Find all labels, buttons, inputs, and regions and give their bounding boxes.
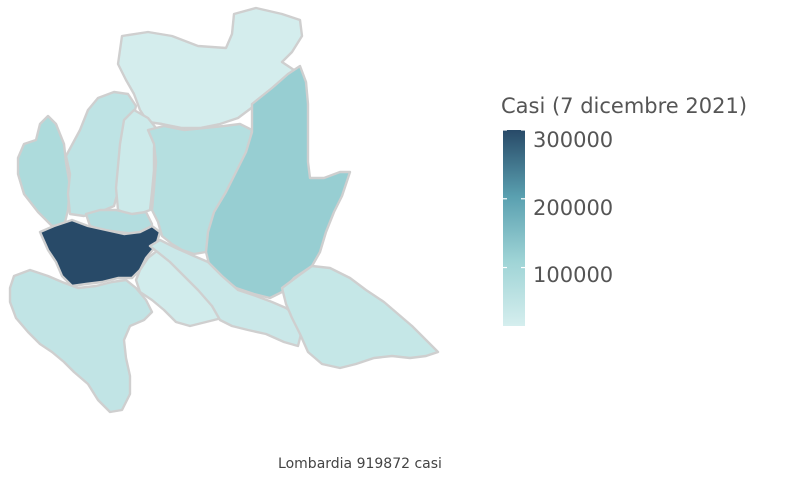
legend-label-100000: 100000 — [533, 263, 614, 287]
legend-label-300000: 300000 — [533, 128, 614, 152]
province-varese — [16, 114, 72, 228]
legend-colorbar — [503, 130, 525, 326]
province-lecco — [114, 108, 158, 218]
map-caption: Lombardia 919872 casi — [278, 456, 442, 472]
province-brescia — [204, 64, 352, 300]
province-milano — [38, 218, 162, 288]
legend-label-200000: 200000 — [533, 196, 614, 220]
legend-ticks — [503, 129, 525, 269]
province-pavia — [8, 268, 154, 414]
province-mantova — [280, 264, 440, 370]
legend-title: Casi (7 dicembre 2021) — [501, 94, 748, 118]
